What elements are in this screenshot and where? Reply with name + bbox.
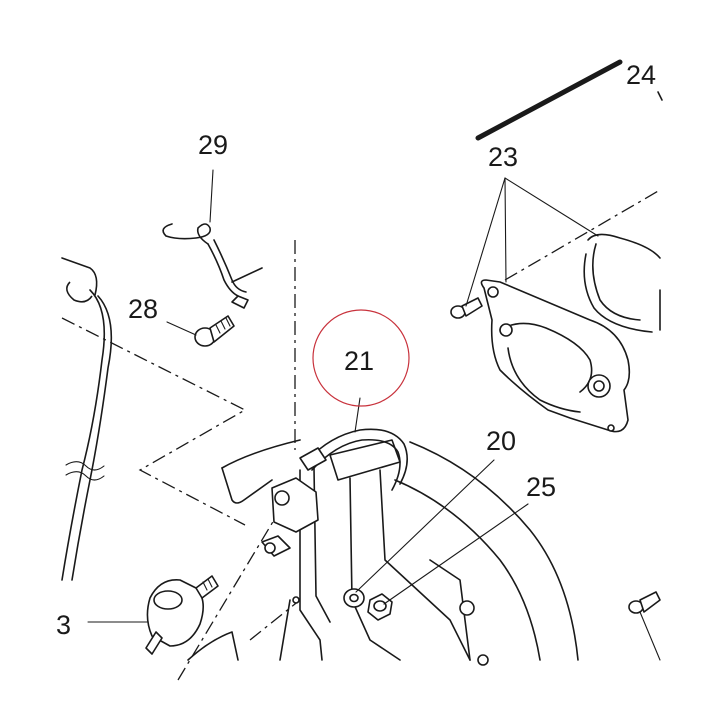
connector-block: [261, 477, 319, 557]
callout-29: 29: [198, 130, 228, 160]
right-bolt: [628, 591, 661, 614]
part-25-nut: [367, 593, 393, 621]
callout-23: 23: [488, 142, 518, 172]
part-28-screw: [194, 315, 235, 347]
callout-24: 24: [626, 60, 656, 90]
part-24-bar: [475, 59, 663, 141]
part-23-screw: [450, 297, 483, 319]
part-21-harness: [299, 428, 408, 491]
construction-lines: [61, 189, 661, 681]
left-cable: [61, 257, 113, 581]
part-29-wire-clip: [162, 223, 263, 309]
leader-lines: [87, 169, 661, 661]
part-23-bracket: [480, 233, 661, 433]
part-3-rubber-mount: [145, 575, 239, 661]
callout-28: 28: [128, 294, 158, 324]
callout-20: 20: [486, 426, 516, 456]
callout-25: 25: [526, 472, 556, 502]
callout-21: 21: [344, 346, 374, 376]
callout-3: 3: [56, 610, 71, 640]
highlight-circle-21: [312, 309, 410, 407]
part-20-washer: [343, 588, 365, 608]
